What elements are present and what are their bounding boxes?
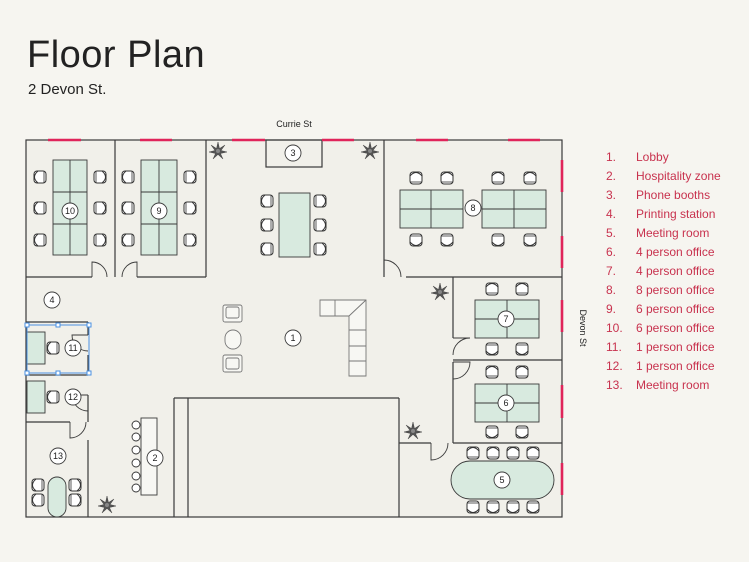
legend-item-label: 6 person office [636,321,715,335]
svg-text:7: 7 [503,314,508,324]
legend-item-label: 1 person office [636,340,715,354]
svg-text:8: 8 [470,203,475,213]
legend-item-number: 5. [606,226,617,240]
legend-item-label: 1 person office [636,359,715,373]
legend-item-label: 8 person office [636,283,715,297]
room-marker-6: 6 [497,394,515,412]
legend-item-number: 7. [606,264,617,278]
central-table [278,192,311,258]
legend-item: 11. 1 person office [606,338,721,357]
svg-text:11: 11 [68,343,77,353]
windows [48,138,564,495]
legend-item-number: 13. [606,378,623,392]
legend-item: 5. Meeting room [606,224,721,243]
svg-text:4: 4 [49,295,54,305]
svg-text:1: 1 [290,333,295,343]
office-11-furniture [26,331,46,365]
legend-item: 9. 6 person office [606,300,721,319]
room-marker-9: 9 [150,202,168,220]
legend-item: 1. Lobby [606,148,721,167]
room-marker-3: 3 [284,144,302,162]
room-legend: 1. Lobby 2. Hospitality zone 3. Phone booths 4… [606,148,721,395]
hospitality-stools [131,420,141,493]
legend-item-number: 6. [606,245,617,259]
office-12-chair [46,390,60,404]
svg-text:9: 9 [156,206,161,216]
street-label-north: Currie St [276,119,312,129]
lobby-sofa [319,299,367,377]
legend-item: 3. Phone booths [606,186,721,205]
office-11-chair [46,341,60,355]
legend-item: 12. 1 person office [606,357,721,376]
legend-item-label: Meeting room [636,226,710,240]
room-marker-10: 10 [61,202,79,220]
legend-item-label: Printing station [636,207,716,221]
street-label-east: Devon St [578,309,588,347]
room-marker-7: 7 [497,310,515,328]
room-marker-13: 13 [49,447,67,465]
svg-text:3: 3 [290,148,295,158]
svg-text:5: 5 [499,475,504,485]
room-marker-12: 12 [64,388,82,406]
svg-text:6: 6 [503,398,508,408]
legend-item-label: 4 person office [636,245,715,259]
legend-item-number: 1. [606,150,617,164]
legend-item-number: 8. [606,283,617,297]
room-marker-5: 5 [493,471,511,489]
legend-item-number: 3. [606,188,617,202]
office-11-selection[interactable] [24,322,92,376]
legend-item: 8. 8 person office [606,281,721,300]
legend-item-label: 6 person office [636,302,715,316]
legend-item-label: Meeting room [636,378,710,392]
legend-item-label: 4 person office [636,264,715,278]
legend-item: 2. Hospitality zone [606,167,721,186]
room-markers: 1 2 3 4 5 6 7 8 9 10 11 12 13 [43,144,515,489]
legend-item-number: 4. [606,207,617,221]
legend-item-label: Phone booths [636,188,711,202]
legend-item: 7. 4 person office [606,262,721,281]
legend-item-number: 12. [606,359,623,373]
svg-text:2: 2 [152,453,157,463]
legend-item-number: 10. [606,321,623,335]
legend-item-number: 9. [606,302,617,316]
page-title: Floor Plan [27,34,206,76]
building-address: 2 Devon St. [28,81,107,98]
room-marker-11: 11 [64,339,82,357]
legend-item: 4. Printing station [606,205,721,224]
legend-item: 6. 4 person office [606,243,721,262]
room-marker-1: 1 [284,329,302,347]
walls [25,139,563,518]
room-marker-2: 2 [146,449,164,467]
svg-text:12: 12 [68,392,78,402]
room-marker-8: 8 [464,199,482,217]
svg-text:10: 10 [65,206,75,216]
legend-item-number: 2. [606,169,617,183]
office-8-furniture [399,189,547,229]
legend-item: 10. 6 person office [606,319,721,338]
svg-text:13: 13 [53,451,63,461]
legend-item-label: Hospitality zone [636,169,721,183]
legend-item-label: Lobby [636,150,669,164]
office-12-furniture [26,380,46,414]
legend-item-number: 11. [606,340,622,354]
lobby-armchairs [222,304,243,373]
office-7-furniture [474,299,540,339]
room-marker-4: 4 [43,291,61,309]
meeting-room-13-table [47,476,67,518]
legend-item: 13. Meeting room [606,376,721,395]
